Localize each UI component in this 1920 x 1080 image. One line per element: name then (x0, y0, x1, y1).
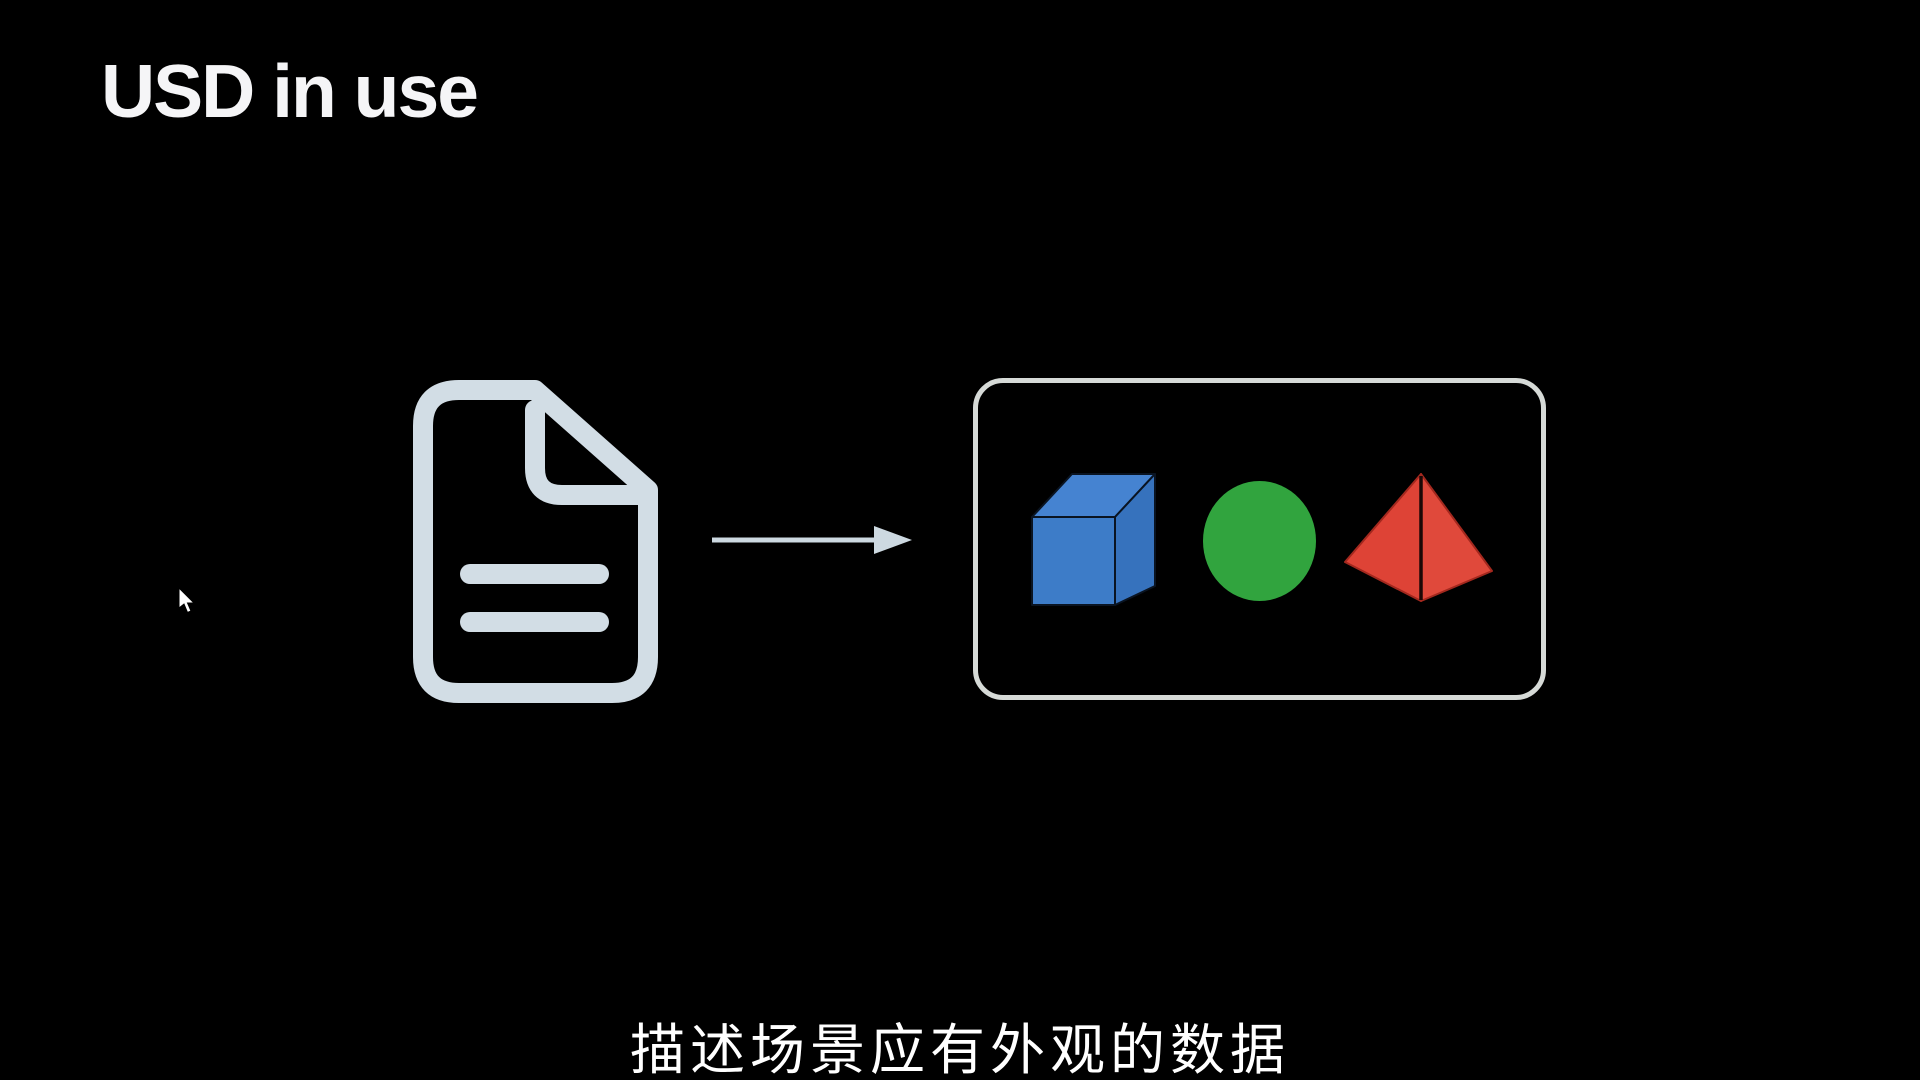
arrow-head (874, 526, 912, 554)
document-icon-strokes (413, 380, 658, 703)
document-fold-corner (525, 400, 648, 505)
cube-front-face (1031, 516, 1116, 606)
mouse-cursor-icon (178, 587, 196, 614)
usd-file-document-icon (413, 380, 658, 703)
page-title: USD in use (101, 49, 479, 133)
blue-cube-shape (1031, 473, 1156, 606)
scene-box (973, 378, 1546, 700)
document-outline (413, 380, 658, 703)
pyramid-right-face (1420, 473, 1493, 602)
green-sphere-shape (1203, 481, 1316, 601)
pyramid-left-face (1344, 473, 1422, 602)
sphere-body (1203, 481, 1316, 601)
caption-subtitle: 描述场景应有外观的数据 (629, 1019, 1290, 1080)
cursor-arrow (178, 587, 196, 614)
right-arrow-icon (712, 526, 912, 554)
red-pyramid-shape (1344, 473, 1493, 602)
